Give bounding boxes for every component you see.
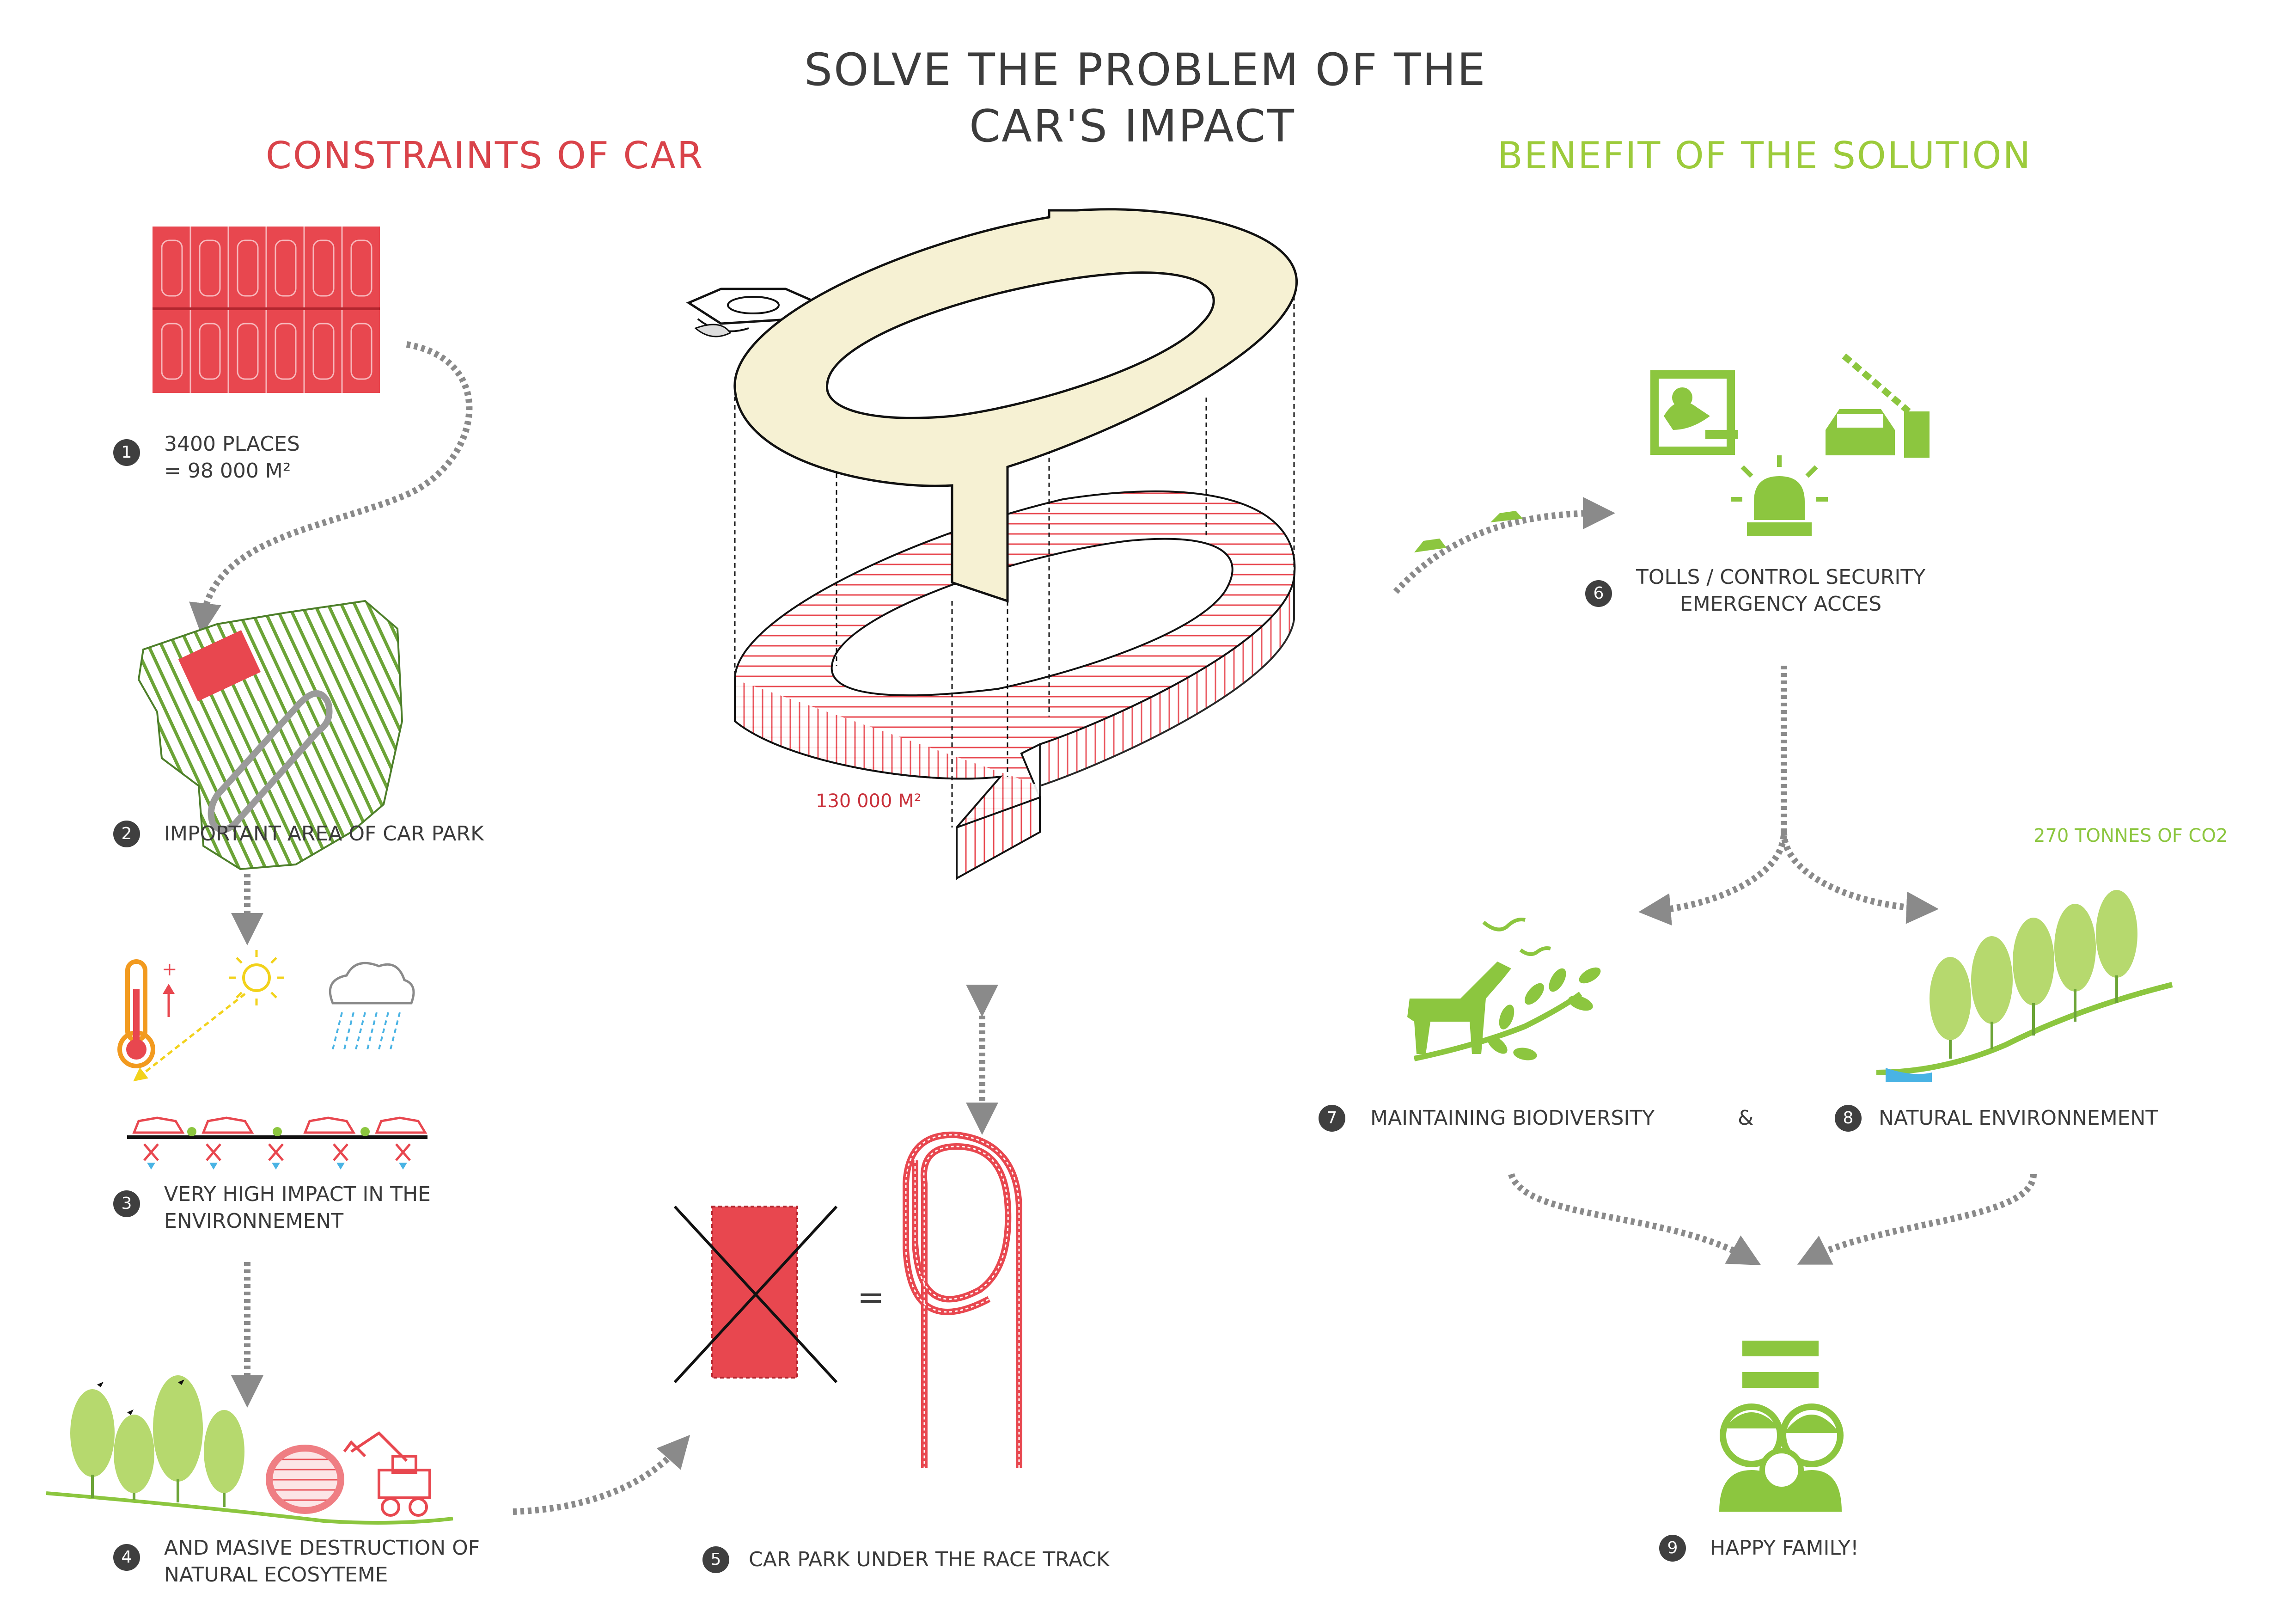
car-moving-icon xyxy=(1414,511,1523,552)
track-plan-dashes xyxy=(905,1134,1020,1468)
step-label-5: CAR PARK UNDER THE RACE TRACK xyxy=(749,1548,1110,1571)
step-badge-7: 7 xyxy=(1319,1105,1345,1132)
arrow-icon xyxy=(1638,666,1787,925)
horse-icon xyxy=(1407,962,1511,1054)
rain-cloud-icon xyxy=(329,962,415,1050)
co2-annotation: 270 TONNES OF CO2 xyxy=(2033,825,2228,846)
svg-text:+: + xyxy=(162,959,177,980)
branch-icon xyxy=(1413,967,1601,1061)
step-badge-9: 9 xyxy=(1659,1535,1686,1562)
car-park-icon xyxy=(153,227,380,393)
cars-on-ground-icon xyxy=(127,1116,427,1170)
page-title-line-1: SOLVE THE PROBLEM OF THE xyxy=(804,44,1487,96)
step-label-3: VERY HIGH IMPACT IN THE ENVIRONNEMENT xyxy=(164,1181,431,1235)
page-title-line-2: CAR'S IMPACT xyxy=(969,100,1295,152)
step-badge-2: 2 xyxy=(113,821,140,847)
area-annotation: 130 000 M² xyxy=(816,791,922,812)
crossed-car-park-icon xyxy=(673,1205,838,1384)
step-label-7: MAINTAINING BIODIVERSITY xyxy=(1370,1106,1655,1130)
constraints-heading: CONSTRAINTS OF CAR xyxy=(266,134,704,177)
arrow-icon xyxy=(189,341,473,636)
step-1-line-2: = 98 000 M² xyxy=(164,459,291,483)
step-3-line-1: VERY HIGH IMPACT IN THE xyxy=(164,1183,431,1206)
arrow-icon xyxy=(513,1434,690,1515)
birds-icon xyxy=(1482,918,1551,956)
step-4-line-1: AND MASIVE DESTRUCTION OF xyxy=(164,1536,480,1560)
step-6-line-1: TOLLS / CONTROL SECURITY xyxy=(1636,565,1926,589)
family-icon xyxy=(1719,1403,1844,1512)
step-label-9: HAPPY FAMILY! xyxy=(1710,1536,1859,1560)
step-6-line-2: EMERGENCY ACCES xyxy=(1679,592,1882,616)
equals-sign: = xyxy=(857,1278,885,1316)
site-map-icon xyxy=(137,600,403,870)
step-badge-1: 1 xyxy=(113,439,140,466)
thermometer-icon: + xyxy=(117,959,177,1068)
step-3-line-2: ENVIRONNEMENT xyxy=(164,1209,344,1233)
ampersand: & xyxy=(1738,1106,1754,1130)
equals-icon xyxy=(1742,1341,1819,1388)
step-badge-4: 4 xyxy=(113,1544,140,1571)
toll-booth-icon xyxy=(1650,370,1738,455)
barrier-gate-icon xyxy=(1826,353,1930,458)
step-4-line-2: NATURAL ECOSYTEME xyxy=(164,1563,388,1587)
sun-icon xyxy=(133,950,284,1082)
arrow-icon xyxy=(1393,497,1615,594)
step-1-line-1: 3400 PLACES xyxy=(164,432,300,456)
car-park-underground-icon xyxy=(734,490,1296,881)
step-label-1: 3400 PLACES = 98 000 M² xyxy=(164,431,300,484)
step-label-4: AND MASIVE DESTRUCTION OF NATURAL ECOSYT… xyxy=(164,1535,480,1588)
step-label-8: NATURAL ENVIRONNEMENT xyxy=(1879,1106,2158,1130)
step-badge-5: 5 xyxy=(702,1546,729,1573)
step-badge-6: 6 xyxy=(1585,580,1612,607)
benefits-heading: BENEFIT OF THE SOLUTION xyxy=(1497,134,2032,177)
step-badge-8: 8 xyxy=(1835,1105,1862,1132)
step-label-2: IMPORTANT AREA OF CAR PARK xyxy=(164,822,484,846)
page-title: SOLVE THE PROBLEM OF THE CAR'S IMPACT xyxy=(804,42,1487,154)
step-label-6: TOLLS / CONTROL SECURITY EMERGENCY ACCES xyxy=(1636,564,1925,618)
arrow-icon xyxy=(1508,1173,1761,1265)
arrow-icon xyxy=(1797,1174,2037,1265)
forest-slope-icon xyxy=(1876,890,2173,1082)
arrow-icon xyxy=(1781,832,1939,924)
excavator-icon xyxy=(266,1431,431,1517)
emergency-light-icon xyxy=(1731,455,1828,536)
race-track-icon xyxy=(733,208,1298,603)
trees-icon xyxy=(46,1375,453,1525)
step-badge-3: 3 xyxy=(113,1190,140,1217)
